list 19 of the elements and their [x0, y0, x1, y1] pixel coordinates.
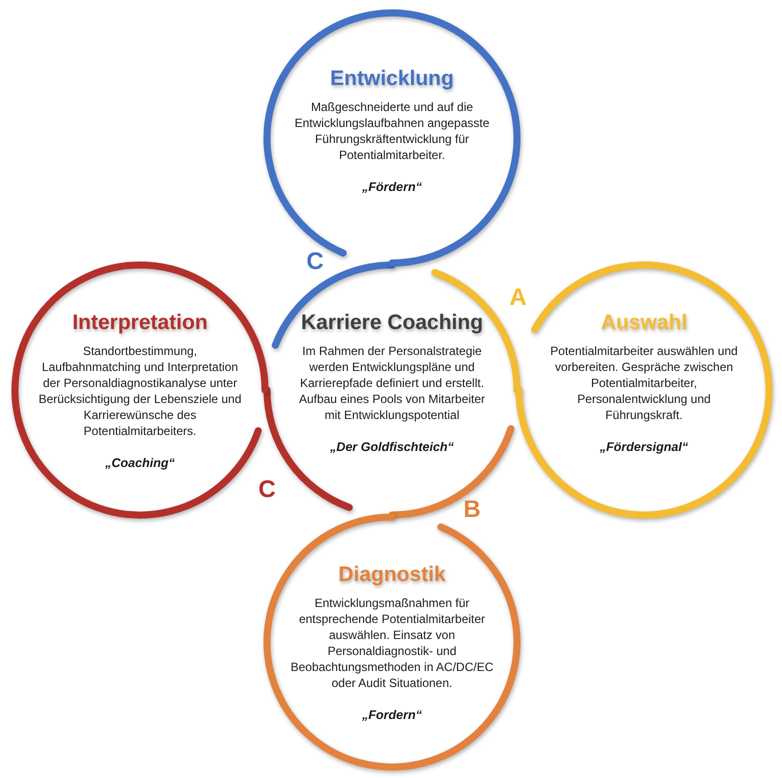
description-text: Entwicklungsmaßnahmen für entsprechende Potentialmitarbeiter auswählen. Einsatz von Personaldiagnostik- und Beobachtungsmethoden in AC/DC/EC oder Audit Situationen.: [290, 595, 494, 691]
description-text: Maßgeschneiderte und auf die Entwicklungslaufbahnen angepasste Führungskräftentwicklung für Potentialmitarbeiter.: [294, 99, 490, 163]
circle-title: Entwicklung: [330, 66, 454, 92]
step-letter: A: [509, 285, 527, 311]
circle-title: Auswahl: [600, 310, 688, 336]
step-letter: C: [258, 477, 276, 503]
circle-title: Karriere Coaching: [300, 310, 484, 336]
circle-title: Diagnostik: [338, 562, 446, 588]
motto-text: „Der Goldfischteich“: [330, 439, 454, 455]
motto-text: „Fördersignal“: [600, 439, 688, 455]
motto-text: „Fordern“: [362, 707, 422, 723]
description-text: Im Rahmen der Personalstrategie werden Entwicklungspläne und Karrierepfade definiert und erstellt. Aufbau eines Pools von Mitarbeiter mit Entwicklungspotential: [298, 343, 486, 423]
step-letter: B: [463, 497, 481, 523]
step-letter: C: [306, 249, 324, 275]
motto-text: „Fördern“: [362, 179, 422, 195]
motto-text: „Coaching“: [105, 455, 175, 471]
circle-title: Interpretation: [72, 310, 208, 336]
description-text: Standortbestimmung, Laufbahnmatching und Interpretation der Personaldiagnostikanalyse unter Berücksichtigung der Lebensziele und Karrierewünsche des Potentialmitarbeiters.: [38, 343, 242, 439]
description-text: Potentialmitarbeiter auswählen und vorbereiten. Gespräche zwischen Potentialmitarbeiter, Personalentwicklung und Führungskraft.: [549, 343, 739, 423]
